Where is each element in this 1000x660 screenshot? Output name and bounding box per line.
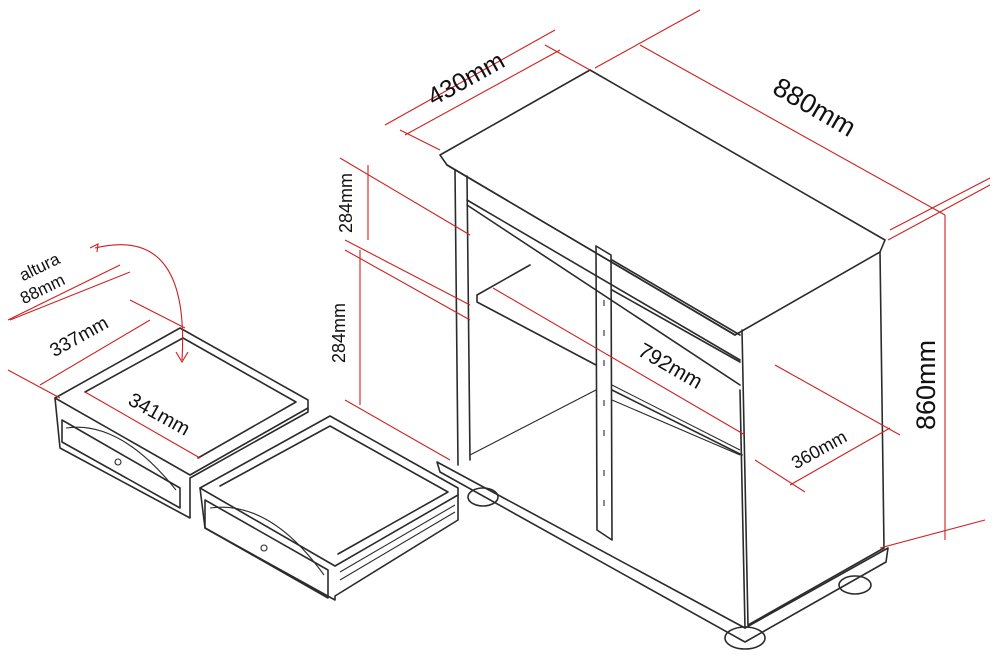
dimension-label-284-upper: 284mm (336, 173, 356, 233)
dimension-lines (7, 9, 991, 549)
cabinet (436, 69, 889, 650)
dimension-label-337: 337mm (47, 313, 113, 362)
dimension-label-792: 792mm (634, 339, 706, 394)
cabinet-center-divider (595, 245, 613, 541)
drawer-right (199, 415, 459, 601)
dimension-label-860: 860mm (911, 340, 941, 430)
cabinet-base (436, 461, 889, 643)
cabinet-shelf (476, 264, 743, 456)
dimension-label-341: 341mm (124, 389, 193, 441)
dimension-label-360: 360mm (788, 426, 850, 473)
dimension-label-284-lower: 284mm (329, 303, 349, 363)
cabinet-foot-front (724, 626, 766, 650)
dimension-label-880: 880mm (768, 72, 861, 143)
drawer-left (54, 327, 309, 519)
cabinet-foot-right (838, 575, 872, 595)
cabinet-left-post (454, 169, 471, 466)
cabinet-right-side (741, 251, 885, 626)
height-arrow-icon (89, 243, 189, 364)
cabinet-foot-left (467, 487, 499, 507)
drawer-knob-icon (114, 458, 122, 466)
drawer-knob-icon (260, 544, 268, 552)
